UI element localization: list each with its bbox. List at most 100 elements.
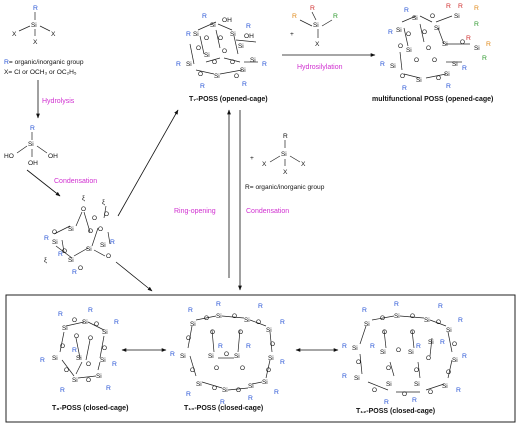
- svg-text:Si: Si: [180, 353, 186, 360]
- svg-text:X: X: [262, 161, 267, 168]
- svg-text:Si: Si: [240, 67, 246, 74]
- svg-text:R: R: [110, 239, 115, 246]
- svg-text:O: O: [104, 211, 109, 218]
- svg-text:R: R: [218, 343, 223, 350]
- svg-text:R: R: [58, 311, 63, 318]
- svg-text:O: O: [102, 345, 107, 352]
- svg-text:O: O: [212, 385, 217, 392]
- svg-text:O: O: [380, 315, 385, 322]
- svg-text:X: X: [51, 31, 56, 38]
- svg-text:O: O: [410, 329, 415, 336]
- svg-text:O: O: [238, 329, 243, 336]
- svg-text:O: O: [210, 329, 215, 336]
- svg-text:O: O: [460, 39, 465, 46]
- svg-text:R: R: [220, 399, 225, 406]
- ring-opening-label: Ring-opening: [174, 208, 216, 215]
- svg-text:Si: Si: [96, 373, 102, 380]
- oligomer-structure: Si Si O O O Si O Si O Si O O O O R R R R…: [44, 195, 115, 276]
- svg-text:R: R: [258, 303, 263, 310]
- svg-text:Si: Si: [446, 327, 452, 334]
- svg-text:R: R: [72, 347, 77, 354]
- svg-text:Si: Si: [86, 246, 92, 253]
- svg-text:OH: OH: [244, 33, 254, 40]
- svg-text:O: O: [214, 365, 219, 372]
- svg-text:Si: Si: [82, 319, 88, 326]
- svg-text:R: R: [274, 389, 279, 396]
- svg-text:O: O: [92, 215, 97, 222]
- svg-text:Si: Si: [386, 381, 392, 388]
- svg-text:Si: Si: [196, 381, 202, 388]
- svg-text:R: R: [388, 29, 393, 36]
- svg-text:O: O: [236, 387, 241, 394]
- t12-structure: R R R R Si O Si O Si O Si O O Si R Si R …: [342, 301, 467, 406]
- svg-text:O: O: [414, 57, 419, 64]
- svg-text:R: R: [458, 3, 463, 10]
- svg-text:R: R: [114, 319, 119, 326]
- svg-text:R: R: [342, 373, 347, 380]
- svg-text:R: R: [202, 13, 207, 20]
- svg-text:+: +: [250, 155, 254, 162]
- svg-text:Si: Si: [102, 329, 108, 336]
- svg-text:Si: Si: [186, 61, 192, 68]
- svg-text:Si: Si: [72, 377, 78, 384]
- svg-text:Si: Si: [262, 379, 268, 386]
- svg-text:R: R: [333, 13, 338, 20]
- svg-text:R: R: [446, 83, 451, 90]
- t7-title: T₇-POSS (opened-cage): [189, 96, 268, 103]
- svg-text:R: R: [60, 387, 65, 394]
- svg-text:O: O: [428, 389, 433, 396]
- svg-text:R: R: [474, 5, 479, 12]
- svg-text:ξ: ξ: [44, 257, 47, 264]
- svg-text:O: O: [232, 313, 237, 320]
- svg-text:Si: Si: [238, 43, 244, 50]
- svg-text:O: O: [432, 57, 437, 64]
- svg-text:R: R: [486, 41, 491, 48]
- svg-text:O: O: [446, 369, 451, 376]
- svg-text:Si: Si: [193, 31, 199, 38]
- svg-text:O: O: [72, 317, 77, 324]
- svg-text:R: R: [362, 307, 367, 314]
- svg-text:Si: Si: [313, 22, 319, 29]
- svg-text:O: O: [74, 333, 79, 340]
- svg-text:O: O: [436, 319, 441, 326]
- svg-text:O: O: [356, 359, 361, 366]
- multifunctional-title: multifunctional POSS (opened-cage): [372, 96, 493, 103]
- svg-text:R: R: [412, 397, 417, 404]
- svg-text:R: R: [416, 343, 421, 350]
- svg-text:R: R: [456, 387, 461, 394]
- svg-text:Si: Si: [52, 355, 58, 362]
- svg-text:Si: Si: [268, 355, 274, 362]
- svg-text:R: R: [188, 307, 193, 314]
- svg-text:R= organic/inorganic group: R= organic/inorganic group: [4, 59, 84, 66]
- svg-text:O: O: [414, 367, 419, 374]
- t8-title: T₈-POSS (closed-cage): [52, 405, 128, 412]
- svg-text:ξ: ξ: [82, 195, 85, 202]
- svg-text:O: O: [86, 377, 91, 384]
- condensation-label-2: Condensation: [246, 208, 289, 215]
- svg-text:O: O: [256, 319, 261, 326]
- svg-text:Si: Si: [28, 141, 34, 148]
- svg-text:Si: Si: [266, 327, 272, 334]
- svg-text:X: X: [12, 31, 17, 38]
- svg-text:R: R: [170, 351, 175, 358]
- svg-text:R: R: [262, 61, 267, 68]
- svg-text:R: R: [283, 133, 288, 140]
- svg-text:ξ: ξ: [102, 199, 105, 206]
- svg-text:R: R: [33, 5, 38, 12]
- svg-text:X: X: [301, 161, 306, 168]
- closed-cage-box: [5, 294, 516, 423]
- svg-text:O: O: [204, 35, 209, 42]
- svg-text:OH: OH: [48, 153, 58, 160]
- svg-text:Si: Si: [452, 357, 458, 364]
- svg-text:R: R: [200, 83, 205, 90]
- svg-text:Si: Si: [408, 349, 414, 356]
- svg-text:O: O: [398, 43, 403, 50]
- svg-text:R: R: [248, 395, 253, 402]
- t10-title: T₁₀-POSS (closed-cage): [184, 405, 263, 412]
- svg-text:X= Cl or OCH₃ or OC₂H₅: X= Cl or OCH₃ or OC₂H₅: [4, 69, 77, 76]
- t8-structure: R R R Si Si O O Si O O Si O O Si Si O O …: [40, 307, 119, 394]
- svg-text:Si: Si: [416, 77, 422, 84]
- svg-text:Si: Si: [424, 317, 430, 324]
- condensation-label: Condensation: [54, 178, 97, 185]
- svg-text:R: R: [438, 303, 443, 310]
